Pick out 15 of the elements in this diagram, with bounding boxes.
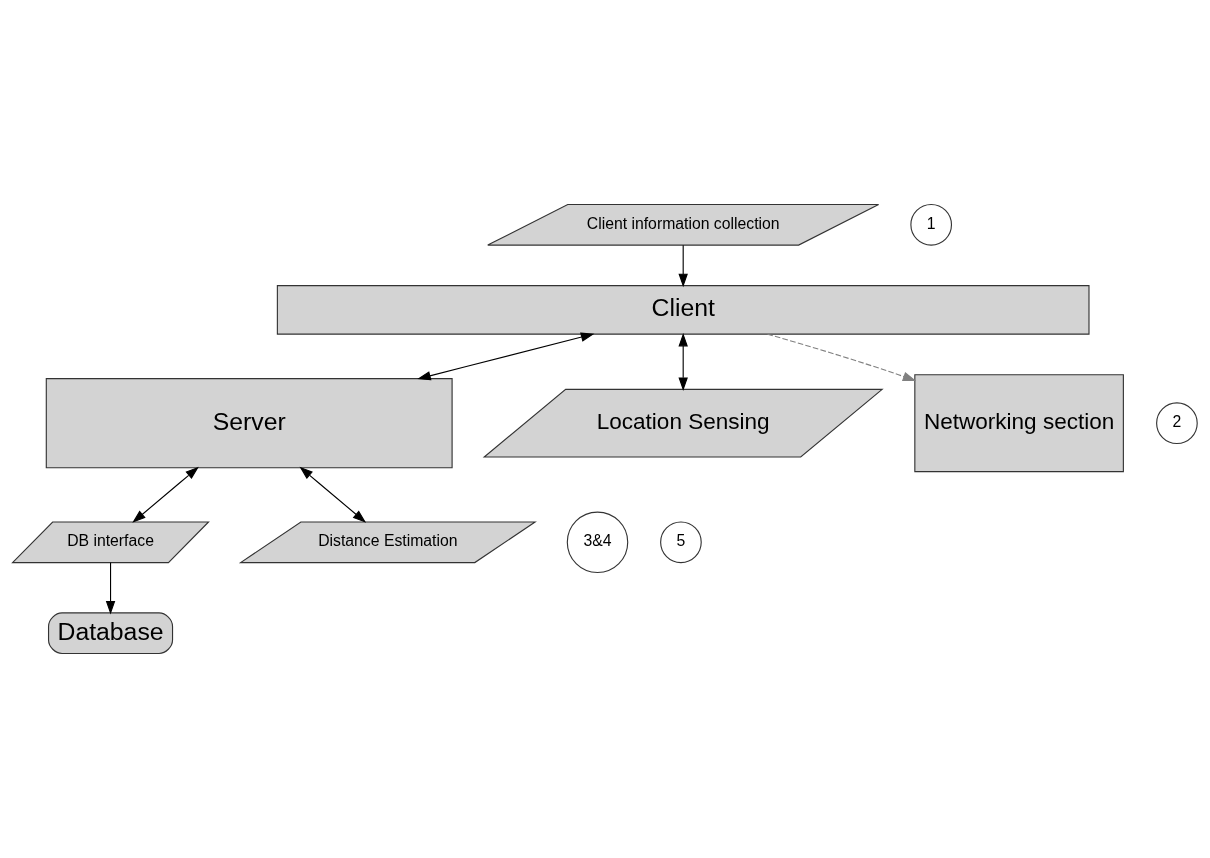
arrow [767, 333, 917, 382]
node-circle: 2 [1156, 402, 1198, 445]
arrow [678, 332, 688, 391]
arrow [417, 332, 595, 381]
node-circle: 5 [660, 521, 702, 564]
arrow [132, 466, 199, 523]
node-circle: 1 [910, 203, 953, 246]
arrow [299, 466, 367, 523]
node-circle: 3&4 [566, 511, 629, 574]
node-box: Networking section [914, 374, 1124, 473]
node-box: Server [45, 378, 453, 469]
arrow [678, 244, 688, 288]
arrow [105, 562, 116, 615]
node-box: Database [48, 612, 174, 655]
node-box: Client [276, 285, 1090, 335]
